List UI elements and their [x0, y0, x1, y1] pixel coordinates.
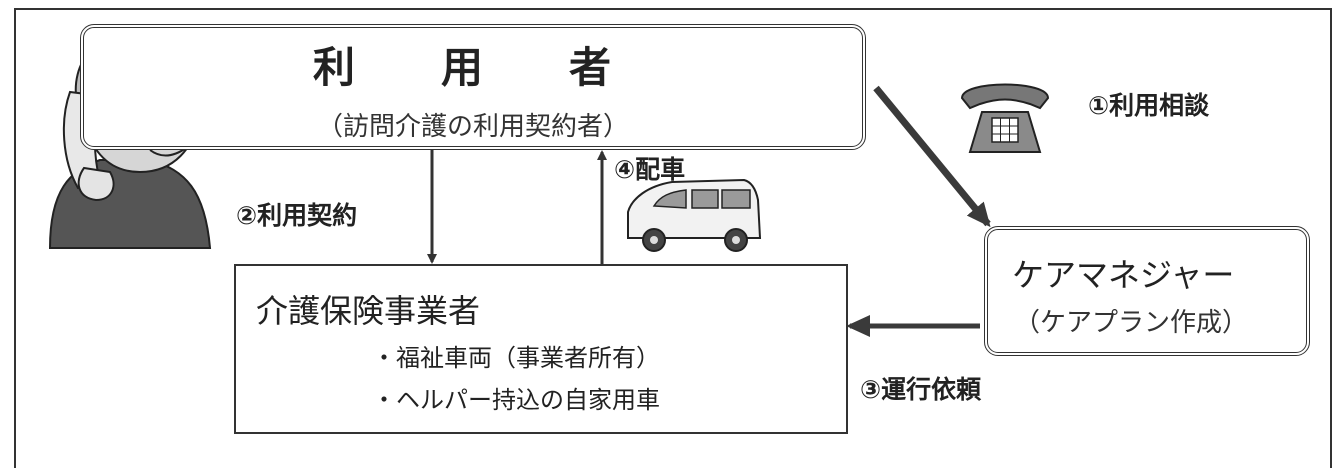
- consultation-arrow: [873, 85, 991, 228]
- user-subtitle: （訪問介護の利用契約者）: [316, 112, 629, 142]
- telephone-icon: [960, 83, 1050, 153]
- step-consultation-label: ①利用相談: [1088, 91, 1210, 120]
- provider-item: ・福祉車両（事業者所有）: [372, 344, 660, 372]
- care-manager-title: ケアマネジャー: [1012, 256, 1235, 294]
- provider-box: 介護保険事業者 ・福祉車両（事業者所有） ・ヘルパー持込の自家用車: [234, 264, 848, 434]
- step-contract-label: ②利用契約: [236, 201, 358, 230]
- step-dispatch-label: ④配車: [614, 155, 686, 184]
- user-box: 利 用 者 （訪問介護の利用契約者）: [80, 24, 866, 150]
- van-icon: [627, 178, 762, 252]
- provider-title: 介護保険事業者: [256, 292, 481, 330]
- provider-item: ・ヘルパー持込の自家用車: [372, 386, 660, 414]
- care-manager-box: ケアマネジャー （ケアプラン作成）: [984, 226, 1310, 356]
- user-title: 利 用 者: [312, 43, 633, 92]
- diagram-frame: [14, 8, 1332, 468]
- step-request-label: ③運行依頼: [860, 375, 982, 404]
- care-manager-subtitle: （ケアプラン作成）: [1014, 308, 1249, 338]
